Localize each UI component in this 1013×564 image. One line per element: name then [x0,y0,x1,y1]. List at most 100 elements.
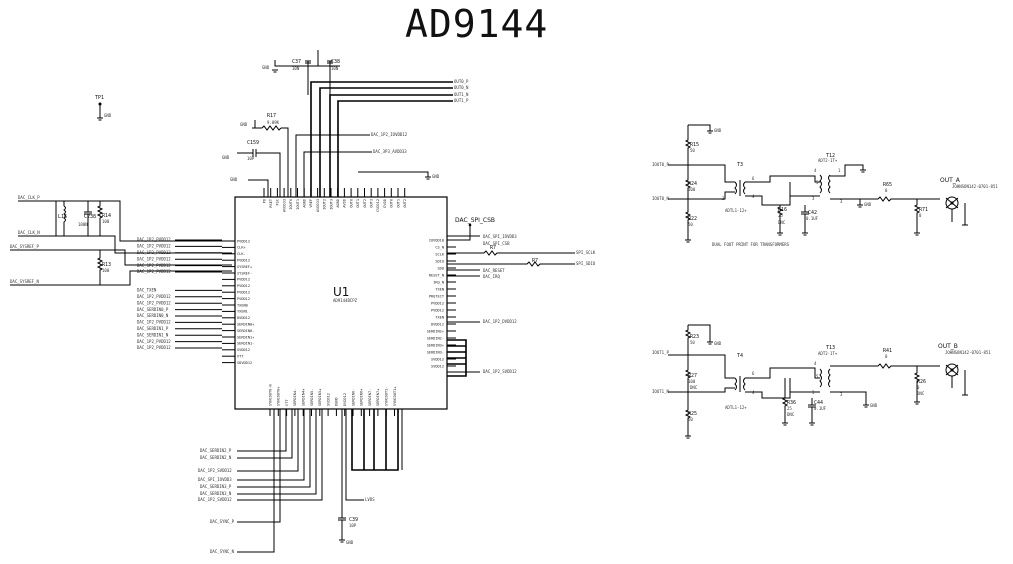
top-pin-label: IOUT2 [323,199,327,210]
left-pin-label: SVDD12 [237,348,250,352]
bnet-3: DAC_SPI_IOVDD3 [198,477,232,482]
c39-gnd: GND [346,540,354,545]
c39-val: 10P [349,523,357,528]
t13-pin3-a: 3 [812,390,815,395]
top-pin-label: OUT2 [363,199,367,208]
sysref-network: DAC_SYSREF_P DAC_SYSREF_N R13 100 [10,244,232,286]
top-net-1: OUT0_N [454,85,469,90]
top-net-3: OUT1_P [454,98,469,103]
t12-pin6: 1 [838,168,841,173]
left-pin-label: TXEN1 [237,310,248,314]
r27-ref: R27 [688,373,697,379]
left-pin-label: TXEN0 [237,303,248,307]
top-gnd: GND [230,177,238,182]
cha-in-p: IOUT0_P [652,162,669,167]
net-dvdd: DAC_1P2_DVDD12 [483,319,517,324]
r71-ref: R71 [919,207,928,213]
tp1-ref: TP1 [95,95,104,101]
bnet-7: DAC_SYNC_P [210,519,235,524]
left-pin-label: SERDIN0- [237,329,254,333]
t13-ref: T13 [826,345,835,351]
right-pin-label: IRQ_N [433,280,444,284]
bnet-8: DAC_SYNC_N [210,549,235,554]
top-pin-label: OUT3 [370,199,374,208]
bnet-6: DAC_1P2_SVDD12 [198,497,232,502]
tp1-gnd: GND [104,113,112,118]
t3-part: ADTL1-12+ [725,208,747,213]
net-sysref-n: DAC_SYSREF_N [10,279,39,284]
c159-ref: C159 [247,140,259,146]
u1-right-pins: IOVDD18CS_NSCLKSDIOSDORESET_NIRQ_NTXENPR… [427,238,456,368]
r36-dnc: DNC [787,412,795,417]
net-spi-sdio: SPI_SDIO [576,261,596,266]
c42-val: 0.1UF [806,216,819,221]
top-iovdd-net: DAC_1P2_IOVDD12 [371,132,408,137]
left-pin-label: PVDD12 [237,239,250,243]
net-svdd: DAC_1P2_SVDD12 [483,369,517,374]
r22-ref: R22 [688,216,697,222]
r17-val: 9.09K [267,120,280,125]
right-pin-label: TXEN [435,315,444,319]
chb-gnd1: GND [714,341,722,346]
net-iovdd: DAC_SPI_IOVDD3 [483,234,517,239]
c37-val: 10N [292,66,300,71]
top-pin-label: CVDD12 [376,199,380,212]
bnet-2: DAC_1P2_SVDD12 [198,468,232,473]
right-pin-label: SERDIN3- [427,350,444,354]
left-pin-label: SERDIN1+ [237,335,255,339]
top-avdd-net: DAC_3P3_AVDD33 [373,149,407,154]
r65-val: 0 [885,188,888,193]
r27-dnc: DNC [690,385,698,390]
t12-gnd: GND [864,202,872,207]
c38-val: 10N [331,66,339,71]
left-power-label: DAC_1P2_PVDD12 [137,269,171,274]
net-clk-p: DAC_CLK_P [18,195,40,200]
top-pin-label: AVDD33 [282,199,286,212]
r16-val: 25 [778,213,783,218]
c159: C159 10P GND [222,140,281,197]
u1-part: AD9144BCPZ [333,298,358,303]
spi-csb-label: DAC_SPI_CSB [455,217,495,224]
t13-pin4: 4 [814,361,817,366]
r4-label: R7 [490,245,496,251]
top-pin-label: PO [262,199,266,203]
left-pin-label: PVDD12 [237,278,250,282]
r36-ref: R36 [787,400,796,406]
t13-gnd: GND [870,403,878,408]
left-pin-label: PVDD12 [237,259,250,263]
bottom-pin-label: SYNCOUT1+ [393,386,397,406]
r14-ref: R14 [102,213,111,219]
tp1: TP1 GND [95,95,112,121]
right-pin-label: SDO [438,266,445,270]
net-irq: DAC_IRQ [483,274,500,279]
out-b-label: OUT_B [938,343,958,350]
t4-pin6: 6 [752,371,755,376]
t4-part: ADTL1-12+ [725,405,747,410]
left-power-label: DAC_1P2_PVDD12 [137,320,171,325]
bottom-pin-label: SERDIN5- [310,389,314,406]
top-pin-label: VREF [309,199,313,208]
gnd-label: GND [262,65,270,70]
bottom-pin-label: SYNCOUT1- [385,387,389,406]
chb-in-n: IOUT1_N [652,389,669,394]
r7-ref: R7 [532,258,538,264]
right-pin-label: SERDIN2+ [427,329,445,333]
r26-dnc: DNC [917,391,925,396]
t13-pin3: 3 [840,392,843,397]
bottom-lvds: LVDS [365,497,375,502]
top-pin-label: OUT0 [390,199,394,208]
net-reset: DAC_RESET [483,268,505,273]
left-pin-label: SYSREF- [237,271,252,275]
bnet-4: DAC_SERDIN3_P [200,484,232,489]
r15-val: 50 [690,148,695,153]
top-pin-label: OUT1 [356,199,360,208]
c42-ref: C42 [808,210,817,216]
right-pin-label: SDIO [435,259,444,263]
left-power-label: DAC_SERDIN1_P [137,326,169,331]
left-power-label: DAC_1P2_PVDD12 [137,244,171,249]
r13-val: 100 [102,268,110,273]
top-pin-label: RSET [269,198,273,207]
bottom-pin-label: SERDIN4- [293,389,297,406]
right-pin-label: PVDD12 [431,308,444,312]
